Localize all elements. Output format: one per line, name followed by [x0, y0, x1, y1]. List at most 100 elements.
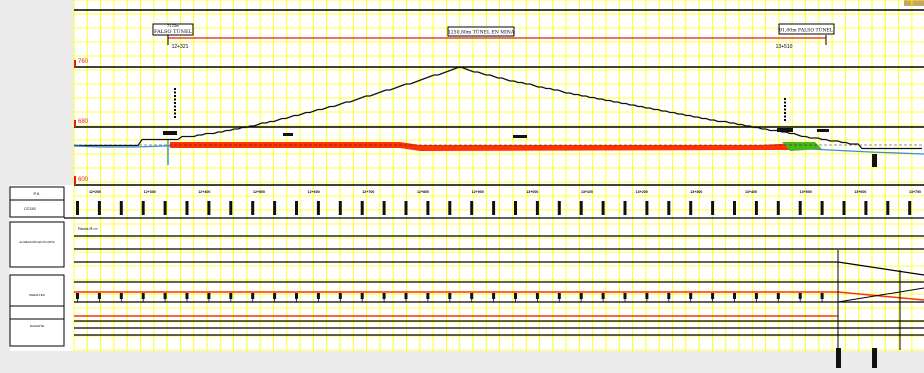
guitar-table [10, 185, 924, 351]
pk-label: 12+700 [362, 190, 374, 194]
cota-mark [733, 201, 736, 215]
pk-label: 13+300 [690, 190, 702, 194]
corner-accent [904, 0, 924, 6]
left-box-label: FALSO TÚNEL [154, 27, 193, 35]
pk-label: 13+200 [636, 190, 648, 194]
peralte-mark [623, 293, 627, 299]
cota-mark [470, 201, 474, 215]
cota-mark [404, 201, 408, 215]
peralte-mark [689, 293, 693, 299]
right-pk-label: 13+510 [776, 44, 793, 50]
pk-label: 13+700 [909, 190, 921, 194]
right-marker [872, 154, 877, 167]
cota-mark [273, 201, 277, 215]
cota-mark [711, 201, 715, 215]
cota-mark [492, 201, 496, 215]
peralte-mark [820, 293, 824, 299]
peralte-mark [448, 293, 452, 299]
cota-mark [864, 201, 868, 215]
peralte-mark [557, 293, 561, 299]
cota-mark [535, 201, 539, 215]
center-label: 1250,80m TÚNEL EN MINA [447, 26, 515, 37]
peralte-mark [711, 293, 715, 299]
cota-mark [667, 201, 671, 215]
peralte-mark [492, 293, 496, 299]
peralte-mark [360, 293, 364, 299]
peralte-mark [316, 293, 320, 299]
row-tick-marks [76, 201, 912, 302]
cota-mark [426, 201, 430, 215]
bottom-marker [872, 348, 877, 368]
pk-label: 12+400 [198, 190, 210, 194]
pk-label: 12+900 [472, 190, 484, 194]
cota-mark [316, 201, 320, 215]
cota-mark [229, 201, 233, 215]
bottom-marker [836, 348, 841, 368]
peralte-mark [382, 293, 386, 299]
elevation-mark: 600 [78, 177, 89, 183]
right-portal-label: 91,00m FALSO TÚNEL 13+510 [776, 23, 835, 50]
elevation-mark: 760 [78, 59, 89, 65]
slope-annotation [513, 135, 527, 138]
elevation-marks: 760 680 600 [74, 59, 89, 185]
peralte-mark [404, 293, 408, 299]
peralte-mark [798, 293, 802, 299]
cota-mark [908, 201, 912, 215]
right-annotation [777, 128, 793, 132]
peralte-mark [645, 293, 649, 299]
cota-mark [601, 201, 605, 215]
cota-mark [207, 201, 211, 215]
peralte-mark [776, 293, 780, 299]
peralte-mark [207, 293, 211, 299]
cota-mark [185, 201, 189, 215]
cota-mark [360, 201, 364, 215]
tunnel-body [170, 142, 800, 151]
left-portal-label: 71.23m FALSO TÚNEL 12+321 [152, 23, 194, 50]
alignment-note: Recta R=∞ [78, 226, 98, 231]
peralte-mark [251, 293, 255, 299]
cota-mark [251, 201, 255, 215]
peralte-mark [535, 293, 539, 299]
pk-label: 13+000 [526, 190, 538, 194]
right-annotation [817, 129, 829, 132]
cota-mark [645, 201, 649, 215]
row-label-cotas: COTAS [24, 207, 36, 211]
left-annotation [163, 131, 177, 135]
peralte-mark [514, 293, 517, 299]
cota-mark [448, 201, 452, 215]
peralte-mark [295, 293, 298, 299]
peralte-mark [470, 293, 474, 299]
left-pk-label: 12+321 [172, 44, 189, 50]
peralte-mark [141, 293, 145, 299]
cota-mark [119, 201, 123, 215]
right-box-label: 91,00m FALSO TÚNEL [779, 26, 833, 34]
peralte-mark [733, 293, 736, 299]
peralte-mark [579, 293, 583, 299]
elevation-mark: 680 [78, 119, 89, 125]
peralte-mark [601, 293, 605, 299]
tunnel-extent [167, 35, 827, 45]
cota-mark [295, 201, 298, 215]
pk-label: 13+600 [854, 190, 866, 194]
row-label-alineacion: ALINEACIÓN EN PLANTA [19, 239, 54, 244]
cota-mark [842, 201, 846, 215]
cota-mark [338, 201, 342, 215]
peralte-mark [229, 293, 233, 299]
cota-mark [557, 201, 561, 215]
cota-mark [514, 201, 517, 215]
cota-mark [579, 201, 583, 215]
peralte-mark [185, 293, 189, 299]
cota-mark [689, 201, 693, 215]
cota-mark [754, 201, 758, 215]
peralte-mark [667, 293, 671, 299]
peralte-mark [426, 293, 430, 299]
row-label-rasante: RASANTE [30, 324, 44, 328]
peralte-mark [338, 293, 342, 299]
center-box-label: 1250,80m TÚNEL EN MINA [448, 28, 515, 36]
peralte-mark [273, 293, 277, 299]
row-label-peraltes: PERALTES [29, 293, 44, 297]
cota-mark [776, 201, 780, 215]
peralte-mark [97, 293, 101, 299]
